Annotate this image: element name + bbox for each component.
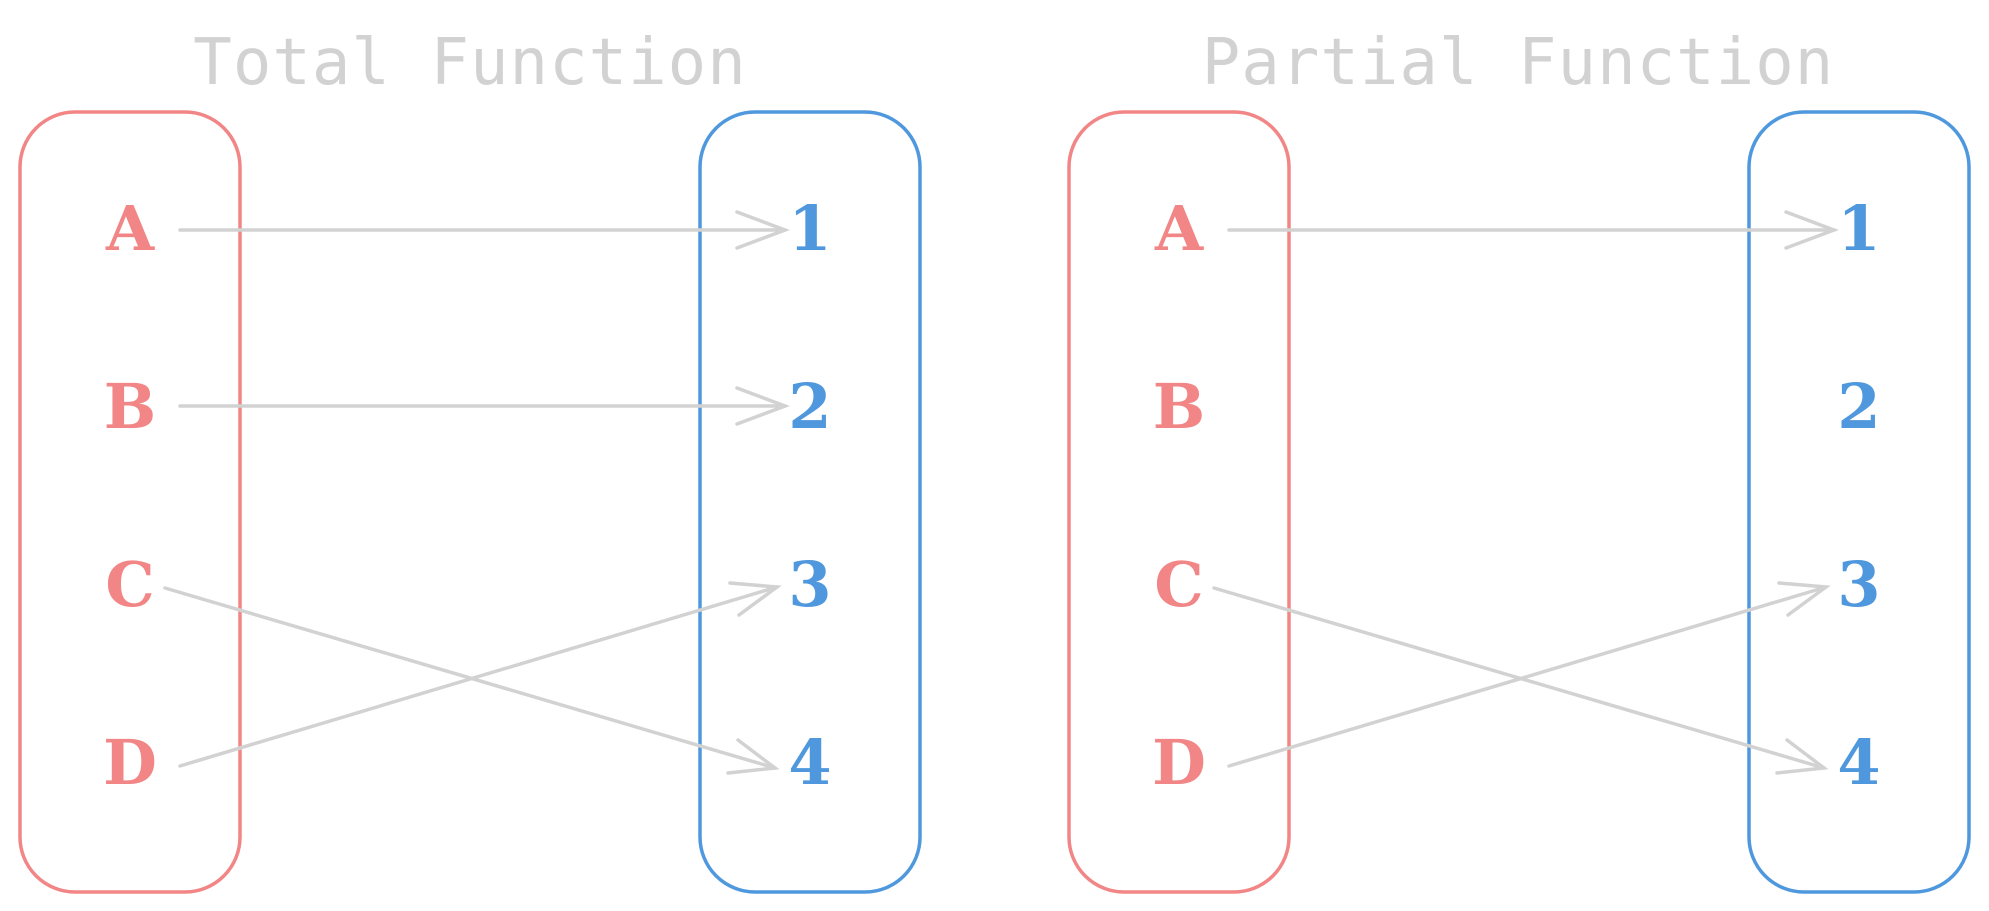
partial-function-arrows (1212, 210, 1839, 775)
domain-element-d: D (103, 726, 157, 799)
partial-function-title: Partial Function (1202, 26, 1835, 100)
codomain-element-2: 2 (1837, 370, 1880, 443)
codomain-element-1: 1 (1837, 192, 1880, 265)
codomain-box (1747, 110, 1971, 894)
domain-element-d: D (1152, 726, 1206, 799)
codomain-element-4: 4 (788, 726, 831, 799)
domain-element-a: A (105, 192, 155, 265)
domain-element-c: C (1154, 548, 1203, 621)
arrow-b-to-2 (178, 386, 790, 426)
codomain-element-4: 4 (1837, 726, 1880, 799)
codomain-element-1: 1 (788, 192, 831, 265)
codomain-box (698, 110, 922, 894)
total-function-title: Total Function (193, 26, 746, 100)
domain-box (18, 110, 242, 894)
domain-element-b: B (104, 370, 156, 443)
codomain-element-2: 2 (788, 370, 831, 443)
partial-function-diagram: Partial Function A B C D 1 2 3 4 (1067, 26, 1971, 894)
codomain-element-3: 3 (788, 548, 831, 621)
domain-element-a: A (1154, 192, 1204, 265)
arrow-a-to-1 (178, 210, 790, 250)
arrow-d-to-3 (178, 581, 782, 768)
total-function-diagram: Total Function A B C D 1 2 3 4 (18, 26, 922, 894)
codomain-element-3: 3 (1837, 548, 1880, 621)
domain-element-c: C (105, 548, 154, 621)
arrow-d-to-3 (1227, 581, 1831, 768)
arrow-a-to-1 (1227, 210, 1839, 250)
domain-element-b: B (1153, 370, 1205, 443)
total-function-arrows (163, 210, 790, 775)
domain-box (1067, 110, 1291, 894)
